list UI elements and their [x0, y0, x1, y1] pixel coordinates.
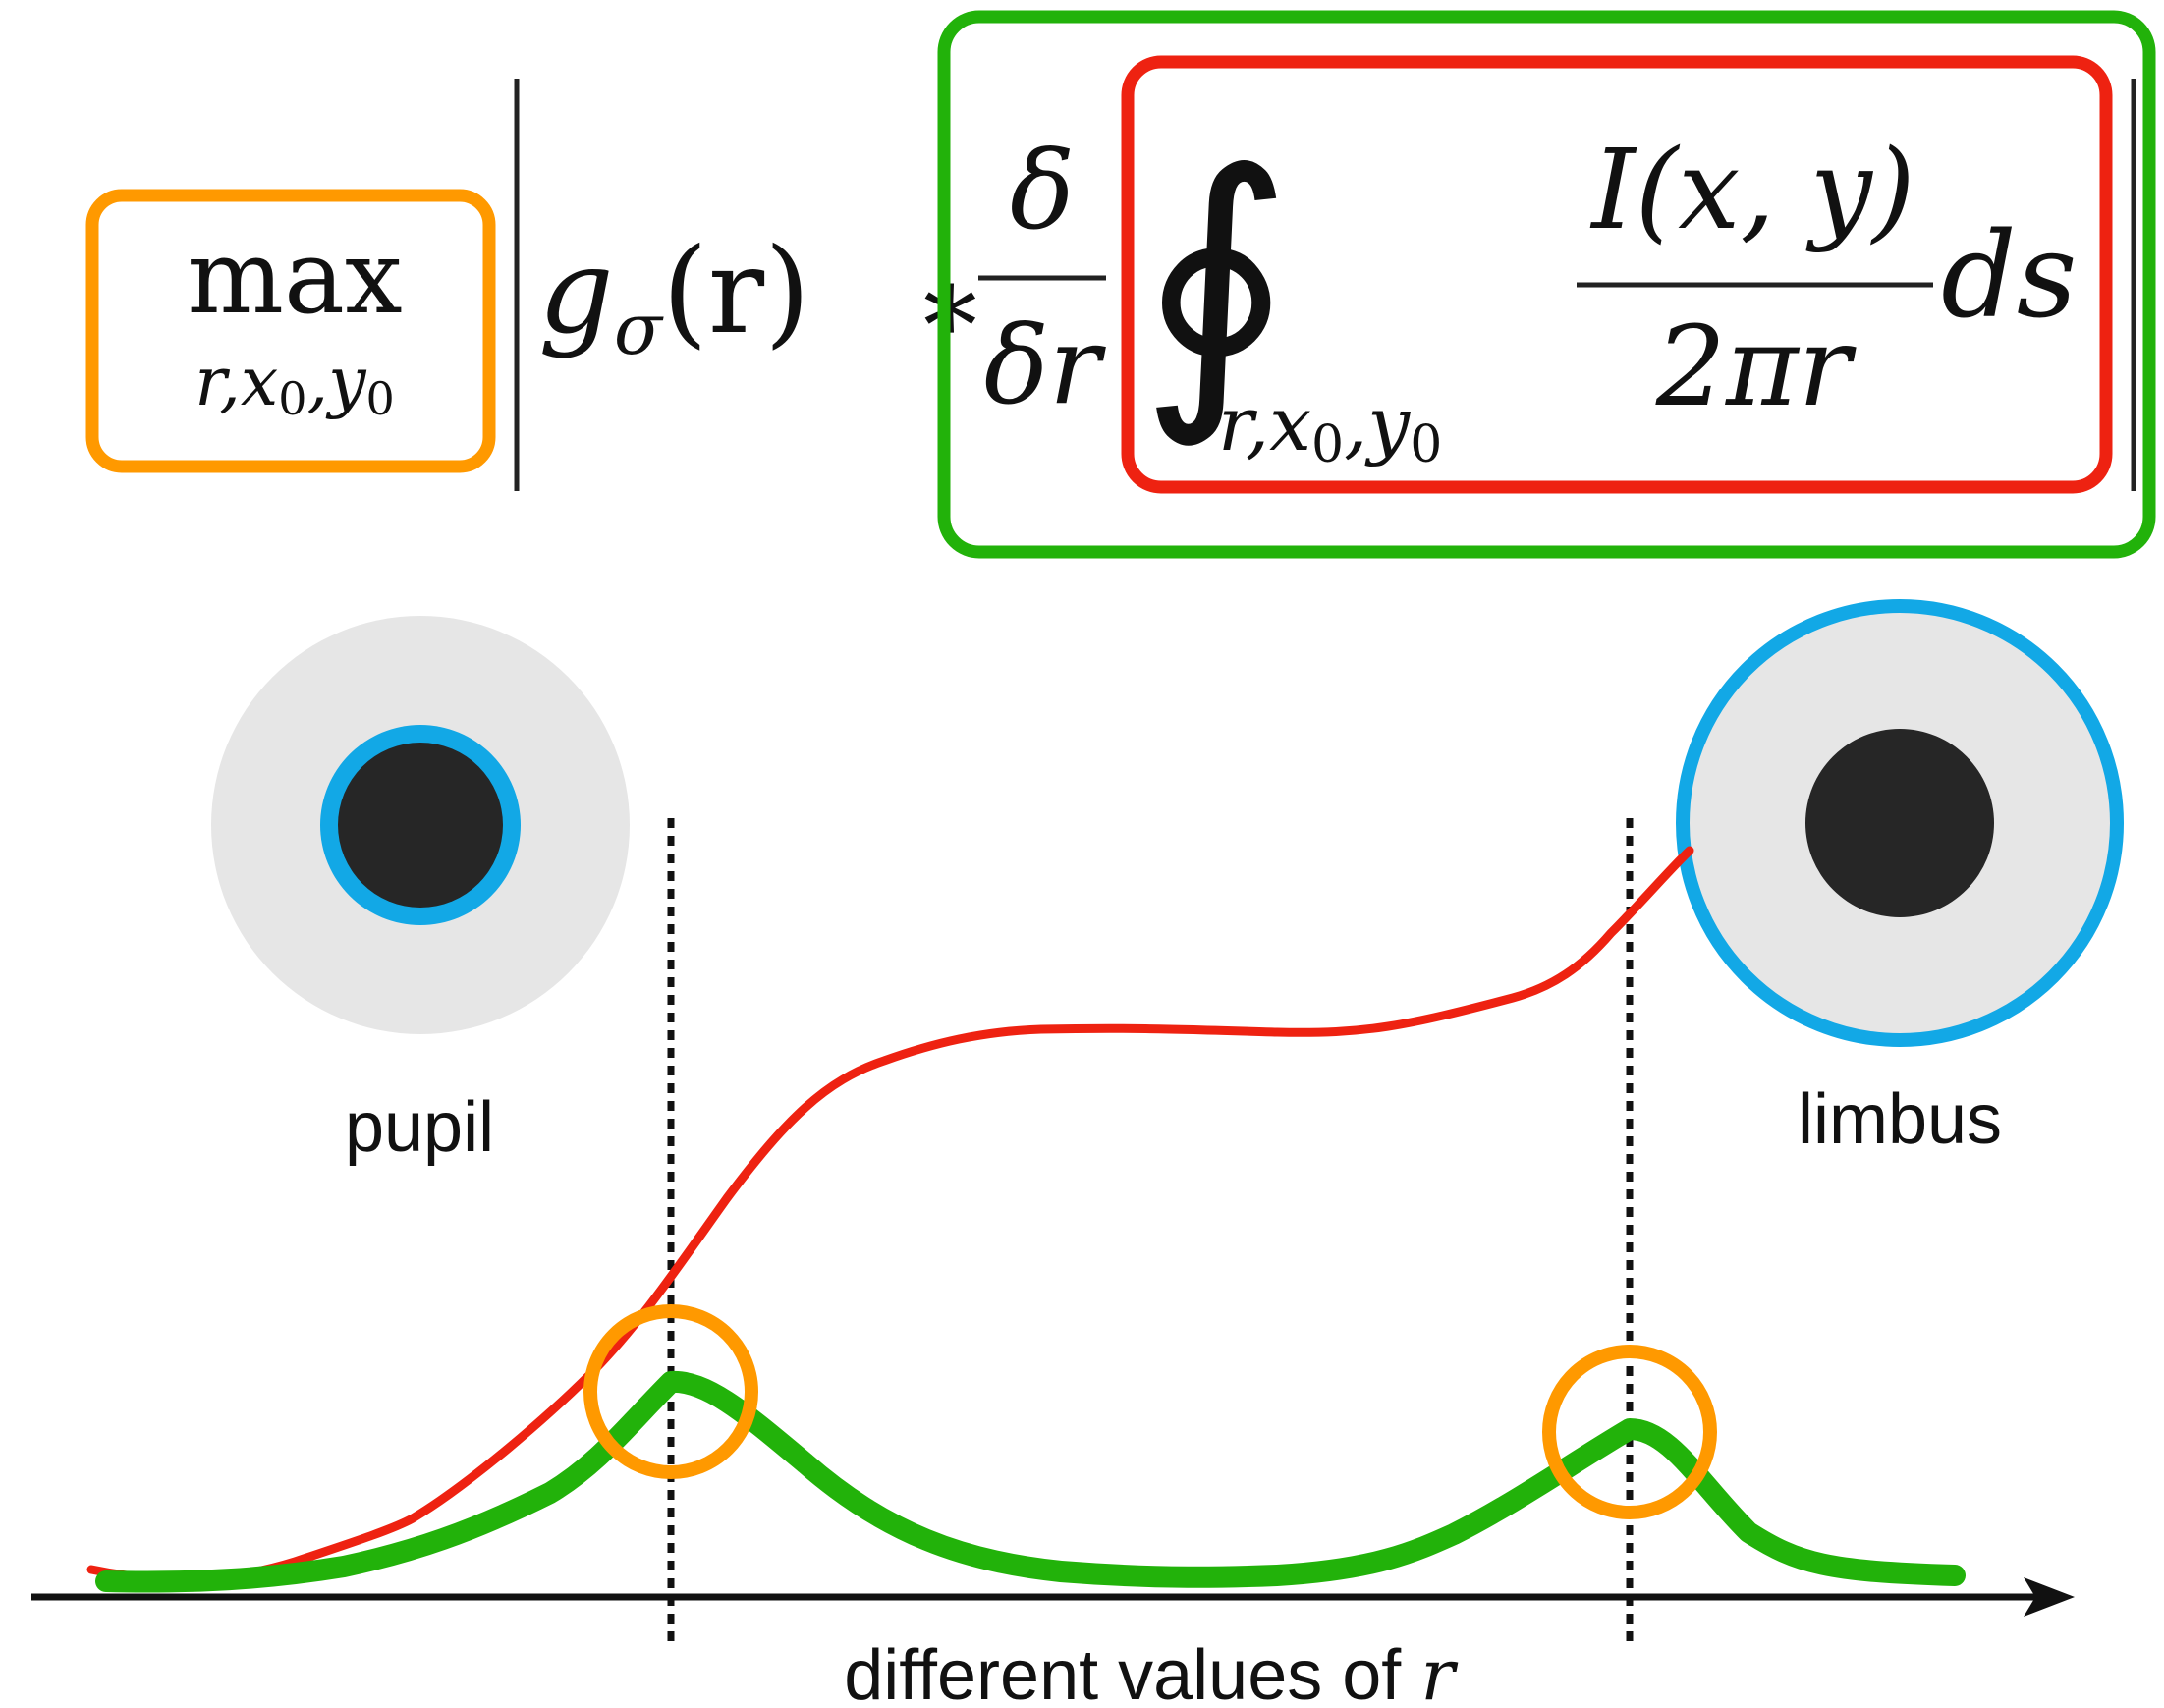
pupil-eye-pupil: [338, 743, 503, 908]
derivative-curve: [95, 1370, 1966, 1593]
pupil-eye-icon: [211, 616, 630, 1034]
pupil-label: pupil: [345, 1088, 494, 1167]
max-subscript: r,x0,y0: [194, 344, 395, 425]
limbus-eye-icon: [1676, 599, 2124, 1047]
max-operator: max: [187, 217, 402, 337]
pupil-peak-marker: [583, 1304, 758, 1479]
x-axis-label: different values of r: [844, 1633, 1458, 1708]
derivative-highlight-box: [937, 10, 2156, 559]
integrand-numerator: I(x, y): [1589, 127, 1914, 254]
gaussian-term: gσ(r): [538, 224, 810, 370]
integral-subscript: r,x0,y0: [1218, 380, 1442, 474]
radius-response-plot: different values of r: [31, 818, 2075, 1708]
limbus-label: limbus: [1798, 1080, 2002, 1159]
contour-integral-sign: ∮: [1139, 110, 1293, 453]
x-axis-arrowhead: [2024, 1577, 2075, 1617]
differential-ds: ds: [1941, 208, 2077, 345]
daugman-operator-formula: max r,x0,y0 gσ(r) ∗ δ δr ∮ r,x0,y0 I(x, …: [85, 10, 2156, 559]
max-highlight-box: [85, 189, 496, 473]
integrand-denominator: 2πr: [1655, 303, 1858, 431]
limbus-eye-pupil: [1805, 729, 1994, 917]
integral-curve: [86, 846, 1694, 1584]
derivative-denominator: δr: [984, 303, 1107, 428]
integral-highlight-box: [1121, 55, 2113, 494]
derivative-numerator: δ: [1010, 128, 1075, 253]
limbus-peak-marker: [1542, 1345, 1717, 1519]
